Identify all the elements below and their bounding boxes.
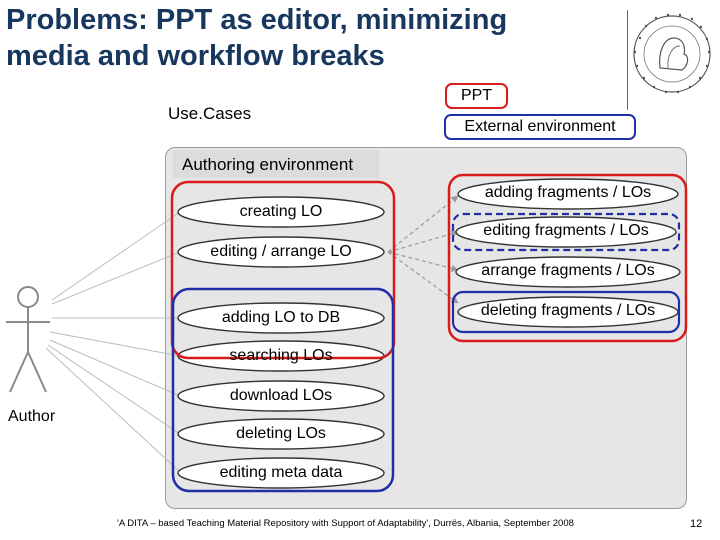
use-case-download-los	[177, 380, 385, 412]
authoring-environment-label: Authoring environment	[182, 155, 354, 174]
use-case-label: editing fragments / LOs	[483, 222, 649, 239]
use-case-label: adding fragments / LOs	[484, 184, 652, 201]
actor-associations	[45, 211, 181, 473]
external-boundary-editing	[451, 212, 681, 252]
association-line	[49, 339, 181, 397]
arrow-to-deleting	[387, 251, 459, 304]
ppt-boundary-right	[447, 173, 688, 343]
ppt-boundary-left	[170, 180, 396, 360]
use-case-label: deleting fragments / LOs	[480, 302, 656, 319]
external-boundary-deleting	[451, 290, 681, 334]
slide-title: Problems: PPT as editor, minimizing medi…	[6, 4, 508, 72]
use-cases-label: Use.Cases	[168, 104, 252, 123]
use-case-creating-lo	[177, 196, 385, 228]
use-case-label: searching LOs	[229, 347, 333, 364]
external-environment-legend-box: External environment	[444, 114, 636, 140]
use-case-label: creating LO	[239, 203, 323, 220]
use-case-adding-fragments	[457, 178, 679, 210]
title-divider	[627, 10, 628, 110]
use-case-label: editing meta data	[219, 464, 343, 481]
ppt-label: PPT	[460, 87, 493, 104]
left-use-cases	[177, 196, 385, 489]
ppt-legend-box: PPT	[445, 83, 508, 109]
association-line	[49, 331, 181, 357]
use-case-label: arrange fragments / LOs	[481, 262, 655, 279]
external-environment-label: External environment	[464, 118, 616, 135]
page-number: 12	[690, 518, 703, 530]
use-case-editing-fragments	[455, 216, 677, 248]
extension-arrows	[387, 195, 459, 304]
association-line	[51, 251, 181, 305]
arrow-to-editing	[387, 230, 459, 253]
use-case-adding-lo-to-db	[177, 302, 385, 334]
arrow-to-arrange	[387, 251, 459, 272]
association-line	[51, 211, 181, 301]
arrow-to-adding	[387, 195, 459, 253]
use-case-editing-arrange-lo	[177, 236, 385, 268]
footer-citation: 'A DITA – based Teaching Material Reposi…	[117, 518, 574, 529]
authoring-environment-label-bg	[173, 150, 379, 178]
use-case-editing-meta-data	[177, 457, 385, 489]
use-case-arrange-fragments	[455, 256, 681, 288]
stick-figure-icon	[6, 286, 50, 393]
use-case-label: deleting LOs	[236, 425, 326, 442]
use-case-label: adding LO to DB	[221, 309, 341, 326]
right-use-cases	[455, 178, 681, 328]
external-boundary-left	[171, 287, 395, 493]
use-case-label: download LOs	[229, 387, 333, 404]
use-case-label: editing / arrange LO	[210, 243, 352, 260]
actor-label: Author	[8, 408, 56, 425]
university-seal-icon	[633, 13, 711, 94]
use-case-deleting-los	[177, 418, 385, 450]
association-line	[47, 344, 181, 435]
association-line	[45, 347, 181, 473]
